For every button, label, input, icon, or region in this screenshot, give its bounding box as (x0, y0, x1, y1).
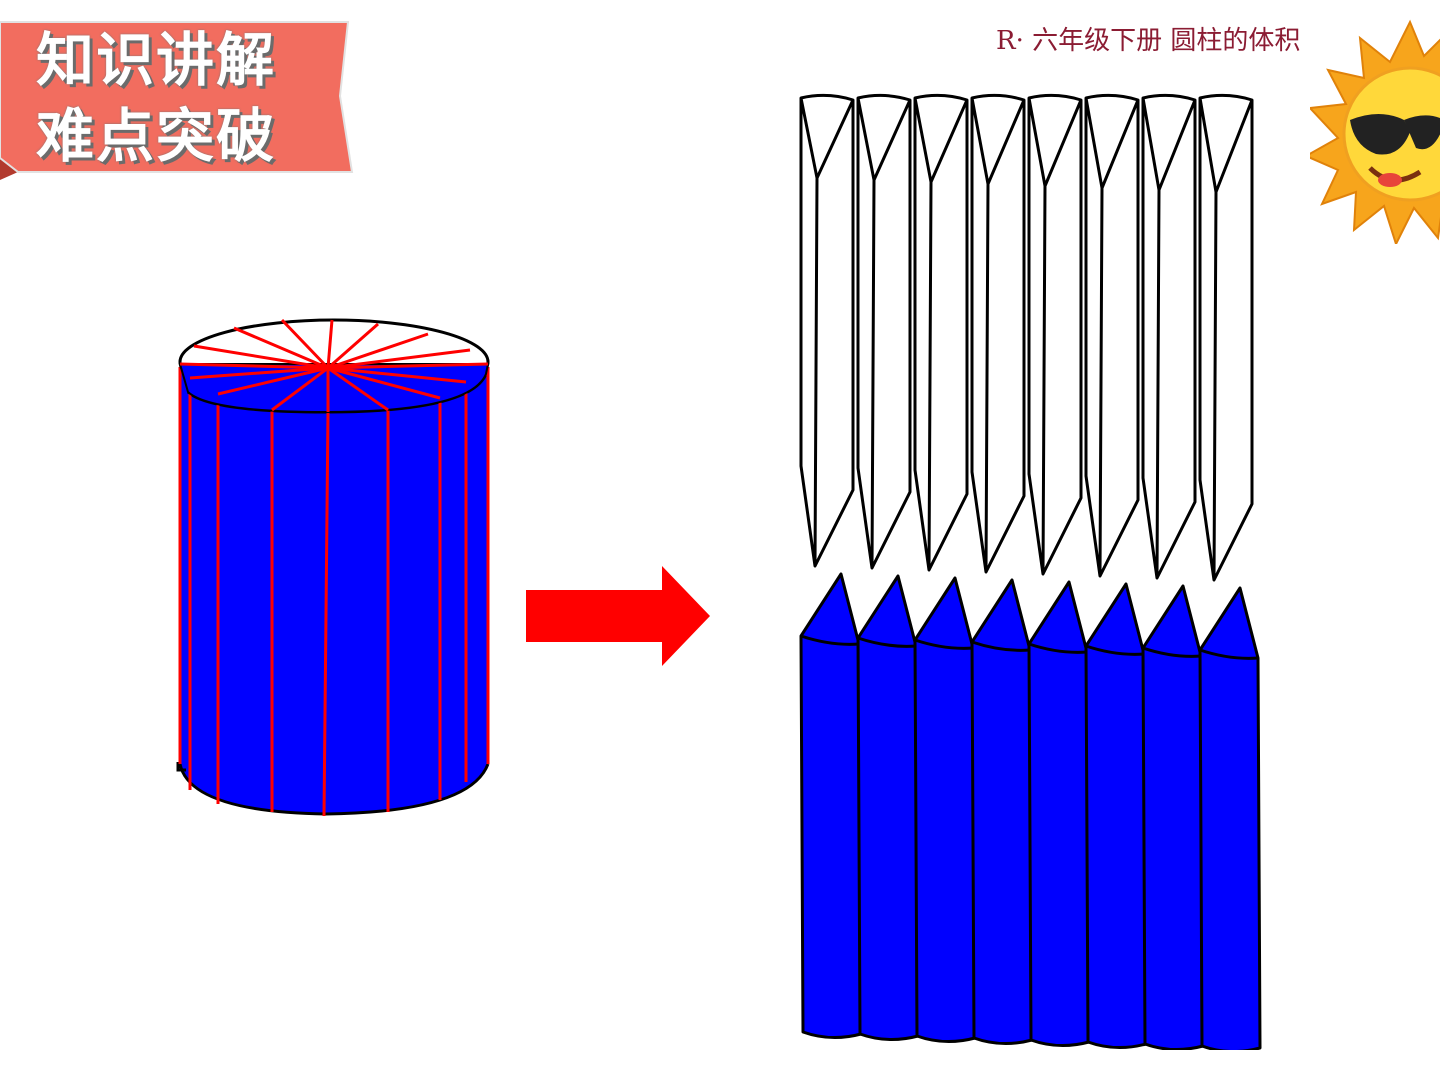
sliced-cylinder (176, 318, 490, 817)
bottom-wedge-edge (857, 636, 917, 648)
top-wedge-pieces (799, 93, 1254, 582)
bottom-wedge-piece (1198, 586, 1262, 1050)
bottom-wedge-edge (1085, 644, 1145, 656)
top-wedge-piece (1141, 93, 1197, 580)
bottom-wedge-edge (1028, 642, 1088, 654)
cylinder-top-face (178, 318, 490, 414)
section-banner: 知识讲解 难点突破 (0, 0, 360, 185)
top-wedge-piece (1084, 93, 1140, 578)
bottom-wedge-edge (914, 638, 974, 650)
bottom-wedge-pieces (799, 572, 1262, 1050)
banner-title-line2: 难点突破 (36, 102, 277, 170)
bottom-wedge-edge (971, 640, 1031, 652)
bottom-wedge-edge (800, 634, 860, 646)
side-cut-lines (178, 367, 490, 817)
top-wedge-piece (856, 93, 912, 570)
lesson-caption: R· 六年级下册 圆柱的体积 (996, 26, 1301, 56)
wedge-pieces (799, 93, 1262, 1050)
top-wedge-piece (1198, 93, 1254, 582)
sun-with-sunglasses-icon (1310, 19, 1440, 244)
banner-ribbon (0, 21, 354, 180)
top-wedge-piece (1027, 93, 1083, 576)
bottom-wedge-edge (1199, 648, 1259, 660)
top-wedge-piece (970, 93, 1026, 574)
transform-arrow (526, 566, 710, 666)
banner-title-line1: 知识讲解 (36, 26, 277, 94)
bottom-wedge-edge (1142, 646, 1202, 658)
top-wedge-piece (913, 93, 969, 572)
top-wedge-piece (799, 93, 855, 568)
